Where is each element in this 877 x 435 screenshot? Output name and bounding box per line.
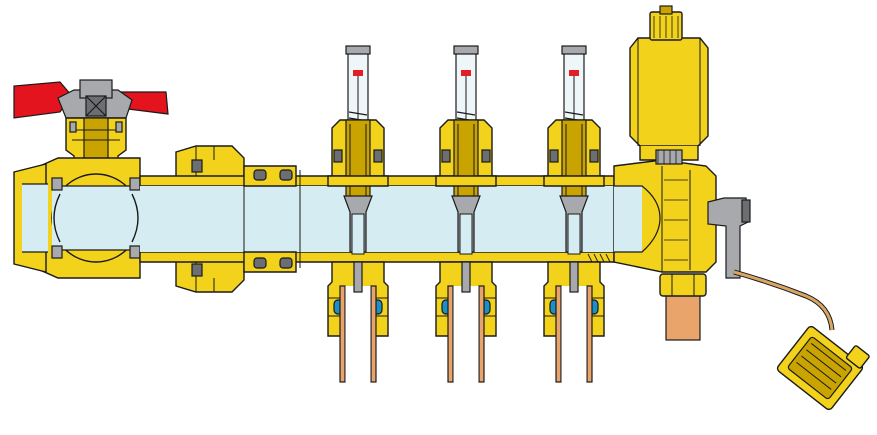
air-vent-thread	[655, 149, 683, 165]
air-vent-assembly	[613, 5, 870, 411]
manifold-water-channel	[140, 186, 614, 252]
outlet-1	[327, 45, 389, 383]
outlet-group	[327, 45, 605, 383]
manifold-pipe	[139, 165, 615, 273]
drain-nut	[659, 273, 707, 297]
ball-valve	[13, 79, 169, 279]
air-vent-body	[629, 37, 709, 147]
flow-indicator	[461, 70, 471, 76]
drain-copper-pipe	[665, 291, 701, 341]
outlet-3	[543, 45, 605, 383]
flow-indicator	[569, 70, 579, 76]
drain-valve-lever	[707, 197, 749, 279]
flow-indicator	[353, 70, 363, 76]
ball-valve-stem-nut	[79, 79, 113, 99]
outlet-2	[435, 45, 497, 383]
manifold-pipe-bottom-wall	[139, 251, 615, 263]
